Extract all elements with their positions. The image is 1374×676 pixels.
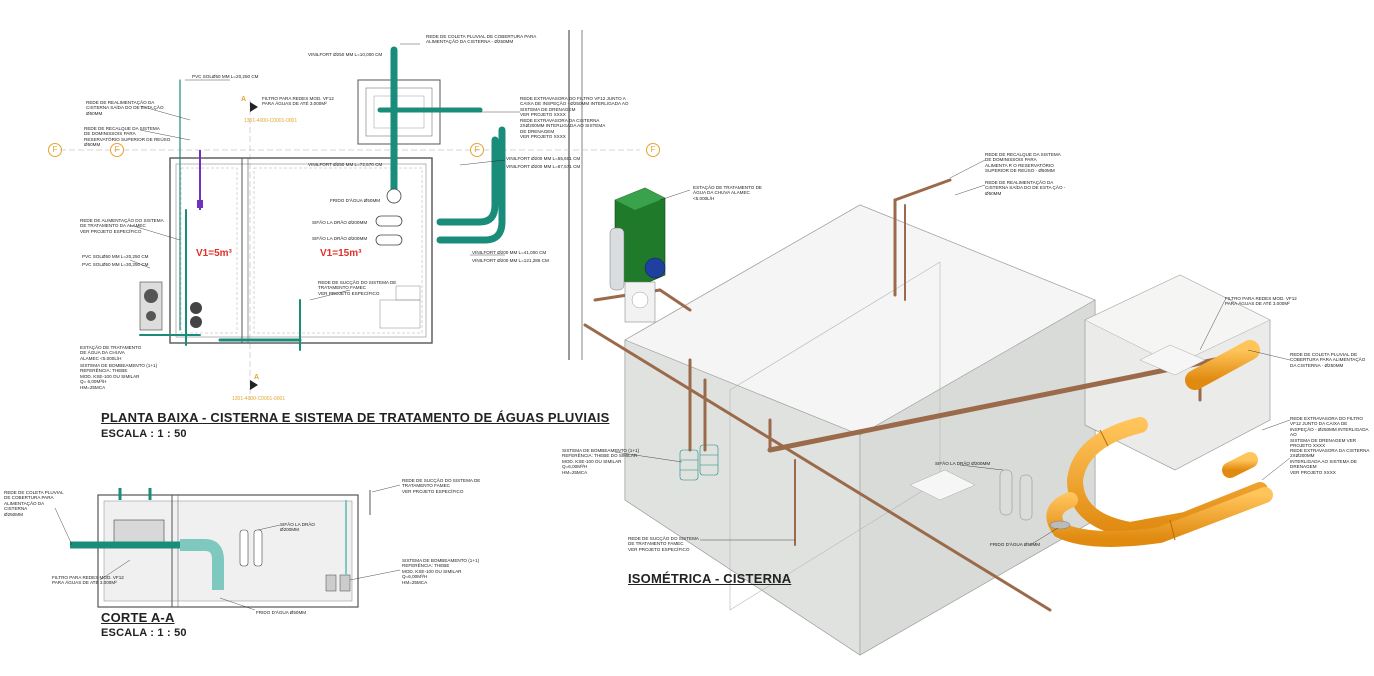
section-note-colecta: REDE DE COLETA PLUVIAL DE COBERTURA PARA… — [4, 490, 64, 517]
plan-note-sifao1: SIFÃO LA DRÃO ø200mm — [312, 220, 368, 225]
level-tag-top: 1301-4000-C0001-0001 — [244, 118, 298, 124]
iso-note-succao: REDE DE SUCÇÃO DO SISTEMA DE TRATAMENTO … — [628, 536, 699, 552]
plan-note-vinil1: VINILFORT ø250 mm L=10,000 cm — [308, 52, 383, 57]
section-view — [54, 484, 401, 611]
level-tag-bottom: 1301-4000-C0001-0001 — [232, 396, 286, 402]
plan-note-estacao: ESTAÇÃO DE TRATAMENTO DE ÁGUA DA CHUVA A… — [80, 345, 142, 361]
plan-note-fundo: FRIDO D'ÁGUA ø50mm — [330, 198, 381, 203]
plan-note-vinil3: VINILFORT ø200 mm L=67,571 cm — [506, 164, 581, 169]
grid-marker-right: F — [646, 143, 660, 157]
iso-note-filtro: FILTRO PARA REDES MOD. VF12 PARA ÁGUAS D… — [1225, 296, 1297, 307]
iso-note-colecta: REDE DE COLETA PLUVIAL DE COBERTURA PARA… — [1290, 352, 1366, 368]
plan-note-alimentacao: REDE DE ALIMENTAÇÃO DO SISTEMA DE TRATAM… — [80, 218, 164, 234]
plan-note-colecta: REDE DE COLETA PLUVIAL DE COBERTURA PARA… — [426, 34, 537, 45]
plan-scale: ESCALA : 1 : 50 — [101, 428, 187, 440]
section-note-succao: REDE DE SUCÇÃO DO SISTEMA DE TRATAMENTO … — [402, 478, 481, 494]
iso-title: ISOMÉTRICA - CISTERNA — [628, 571, 792, 586]
iso-note-sifao: SIFÃO LA DRÃO ø200mm — [935, 461, 991, 466]
plan-note-bombeamento: SISTEMA DE BOMBEAMENTO (1+1) REFERÊNCIA:… — [80, 363, 158, 390]
section-note-sifao: SIFÃO LA DRÃO ø200mm — [280, 522, 315, 533]
plan-note-pvc2: PVC SOLø50 mm L=20,250 cm — [82, 254, 149, 259]
iso-note-bombeamento: SISTEMA DE BOMBEAMENTO (1+1) REFERÊNCIA:… — [562, 448, 640, 475]
plan-view — [60, 30, 640, 400]
plan-note-filtro-junto: REDE EXTRAVASORA DO FILTRO VF12 JUNTO A … — [520, 96, 629, 118]
plan-note-succao: REDE DE SUCÇÃO DO SISTEMA DE TRATAMENTO … — [318, 280, 397, 296]
volume-label-large: V1=15m³ — [320, 248, 362, 259]
section-note-filtro: FILTRO PARA REDES MOD. VF12 PARA ÁGUAS D… — [52, 575, 124, 586]
plan-note-vinil2: VINILFORT ø200 mm L=55,601 cm — [506, 156, 581, 161]
grid-marker-mid: F — [110, 143, 124, 157]
section-marker-bottom: A — [254, 374, 260, 381]
iso-note-realim: REDE DE REALIMENTAÇÃO DA CISTERNA SAÍDA … — [985, 180, 1066, 196]
plan-note-recalque: REDE DE RECALQUE DA SISTEMA DE DOMINISSO… — [84, 126, 171, 148]
section-title: CORTE A-A — [101, 610, 175, 625]
plan-note-vinil4: VINILFORT ø200 mm L=41,000 cm — [472, 250, 547, 255]
plan-note-sifao2: SIFÃO LA DRÃO ø200mm — [312, 236, 368, 241]
plan-note-realim: REDE DE REALIMENTAÇÃO DA CISTERNA SAÍDA … — [86, 100, 164, 116]
section-note-fundo: FRIDO D'ÁGUA ø50mm — [256, 610, 307, 615]
iso-note-filtro-junto: REDE EXTRAVASORA DO FILTRO VF12 JUNTO DA… — [1290, 416, 1369, 449]
plan-note-filtro: FILTRO PARA REDES MOD. VF12 PARA ÁGUAS D… — [262, 96, 334, 107]
plan-note-pvc1: PVC SOLø50 mm L=20,250 cm — [192, 74, 259, 79]
section-scale: ESCALA : 1 : 50 — [101, 627, 187, 639]
plan-note-vinil5: VINILFORT ø200 mm L=121,286 cm — [472, 258, 549, 263]
section-marker-top: A — [241, 96, 247, 103]
iso-note-extravasora: REDE EXTRAVASORA DA CISTERNA 2xø200mm IN… — [1290, 448, 1370, 475]
grid-marker-mid2: F — [470, 143, 484, 157]
isometric-view — [583, 159, 1291, 656]
grid-marker-left: F — [48, 143, 62, 157]
section-note-bombeamento: SISTEMA DE BOMBEAMENTO (1+1) REFERÊNCIA:… — [402, 558, 480, 585]
iso-note-recalque: REDE DE RECALQUE DA SISTEMA DE DOMINISSO… — [985, 152, 1061, 174]
plan-title: PLANTA BAIXA - CISTERNA E SISTEMA DE TRA… — [101, 410, 610, 425]
plan-note-extravasora: REDE EXTRAVASORA DA CISTERNA 2xø200mm IN… — [520, 118, 606, 140]
iso-note-estacao: ESTAÇÃO DE TRATAMENTO DE ÁGUA DA CHUVA A… — [693, 185, 762, 201]
plan-note-vinil6: VINILFORT ø250 mm L=72,570 cm — [308, 162, 383, 167]
volume-label-small: V1=5m³ — [196, 248, 232, 259]
plan-note-pvc3: PVC SOLø50 mm L=30,250 cm — [82, 262, 149, 267]
iso-note-fundo: FRIDO D'ÁGUA ø50mm — [990, 542, 1041, 547]
